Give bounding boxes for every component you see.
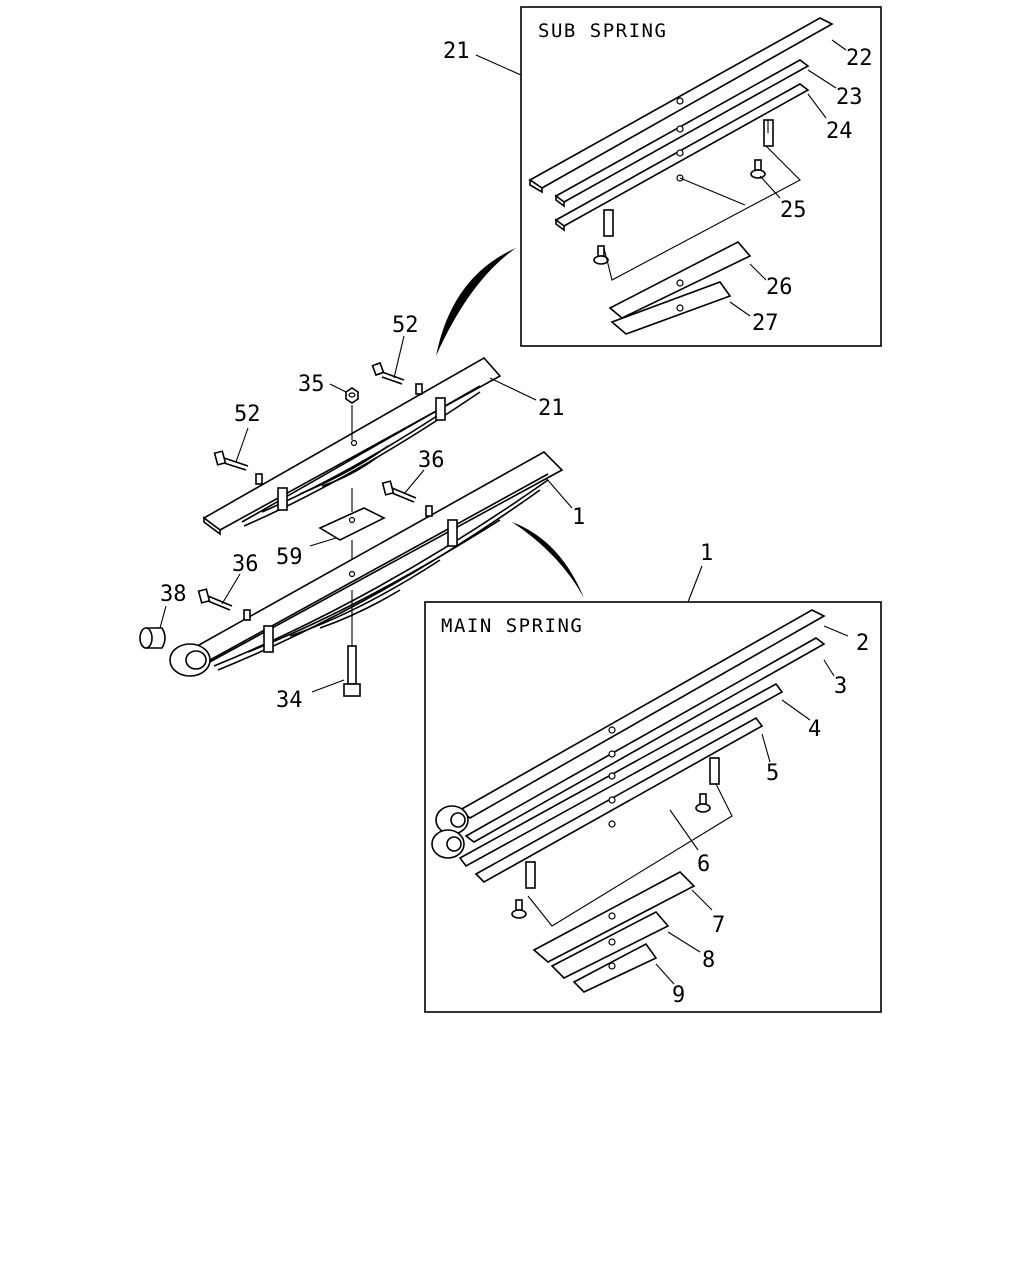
main-leaf-2 xyxy=(435,609,826,835)
label-9: 9 xyxy=(672,983,685,1008)
main-spring-frame xyxy=(424,601,882,1013)
label-34: 34 xyxy=(276,688,303,713)
label-38: 38 xyxy=(160,582,187,607)
label-52-upper: 52 xyxy=(392,313,419,338)
sub-clip-left xyxy=(603,209,614,237)
sub-spring-assembly xyxy=(202,356,502,536)
label-7: 7 xyxy=(712,913,725,938)
leader-line xyxy=(393,335,405,379)
label-21: 21 xyxy=(538,396,565,421)
leader-line xyxy=(679,177,746,206)
main-rivet-right xyxy=(695,793,711,813)
label-36-right: 36 xyxy=(418,448,445,473)
main-leaf-4 xyxy=(458,682,784,868)
label-59: 59 xyxy=(276,545,303,570)
label-27: 27 xyxy=(752,311,779,336)
nut-35 xyxy=(345,387,359,404)
leader-line xyxy=(221,573,241,605)
leader-line xyxy=(545,477,573,509)
spacer-59 xyxy=(318,507,386,541)
leader-line xyxy=(309,537,337,547)
sub-spring-frame xyxy=(520,6,882,347)
sub-spring-title: SUB SPRING xyxy=(538,20,667,42)
sub-leaf-24 xyxy=(554,83,810,232)
rivet-group-outline xyxy=(527,783,733,927)
leader-line xyxy=(489,377,537,401)
main-clip-left xyxy=(525,861,536,889)
sub-clip-right xyxy=(763,119,774,147)
leader-line xyxy=(159,605,167,629)
label-22: 22 xyxy=(846,46,873,71)
bolt-36-left xyxy=(197,588,233,611)
leader-line xyxy=(687,565,703,603)
label-8: 8 xyxy=(702,948,715,973)
label-24: 24 xyxy=(826,119,853,144)
connector-arc-main xyxy=(512,522,584,598)
bolt-34 xyxy=(343,590,361,697)
label-2: 2 xyxy=(856,631,869,656)
rivet-group-outline xyxy=(603,145,801,281)
main-leaf-7 xyxy=(532,871,696,963)
leader-line xyxy=(669,809,699,851)
bushing-38 xyxy=(139,627,166,649)
sub-rivet-right xyxy=(750,159,766,179)
main-leaf-9 xyxy=(572,942,658,993)
label-35: 35 xyxy=(298,372,325,397)
sub-leaf-26 xyxy=(608,240,752,319)
bolt-52-left xyxy=(213,450,249,471)
main-leaders xyxy=(655,625,849,985)
label-4: 4 xyxy=(808,717,821,742)
label-52-left: 52 xyxy=(234,402,261,427)
leader-line xyxy=(403,469,425,495)
label-3: 3 xyxy=(834,674,847,699)
sub-leaders xyxy=(729,39,847,317)
sub-leaf-22 xyxy=(528,17,834,194)
connector-arc-sub xyxy=(436,248,516,356)
sub-spring-panel: SUB SPRING 21 xyxy=(443,6,882,347)
leader-line xyxy=(475,54,522,76)
bolt-36-right xyxy=(381,480,417,503)
main-spring-callout-1: 1 xyxy=(700,541,713,566)
main-leaf-5 xyxy=(474,716,764,883)
main-spring-title: MAIN SPRING xyxy=(441,615,583,637)
main-spring-panel: MAIN SPRING 1 xyxy=(424,541,882,1013)
sub-leaf-27 xyxy=(610,281,732,335)
leader-line xyxy=(329,383,347,393)
main-spring-assembly xyxy=(169,451,564,677)
label-25: 25 xyxy=(780,198,807,223)
label-6: 6 xyxy=(697,852,710,877)
bolt-52-upper xyxy=(371,361,405,385)
label-1-assembly: 1 xyxy=(572,505,585,530)
sub-rivet-left xyxy=(593,245,609,265)
sub-spring-callout-21: 21 xyxy=(443,39,470,64)
leader-line xyxy=(235,427,249,463)
sub-leaf-23 xyxy=(554,59,810,208)
label-26: 26 xyxy=(766,275,793,300)
main-clip-right xyxy=(709,757,720,785)
leader-line xyxy=(311,679,345,693)
main-leaf-3 xyxy=(431,637,826,859)
label-23: 23 xyxy=(836,85,863,110)
main-leaf-8 xyxy=(550,910,670,979)
assembly-view: 52 35 52 21 36 xyxy=(139,313,585,713)
main-rivet-left xyxy=(511,899,527,919)
label-36-left: 36 xyxy=(232,552,259,577)
label-5: 5 xyxy=(766,761,779,786)
